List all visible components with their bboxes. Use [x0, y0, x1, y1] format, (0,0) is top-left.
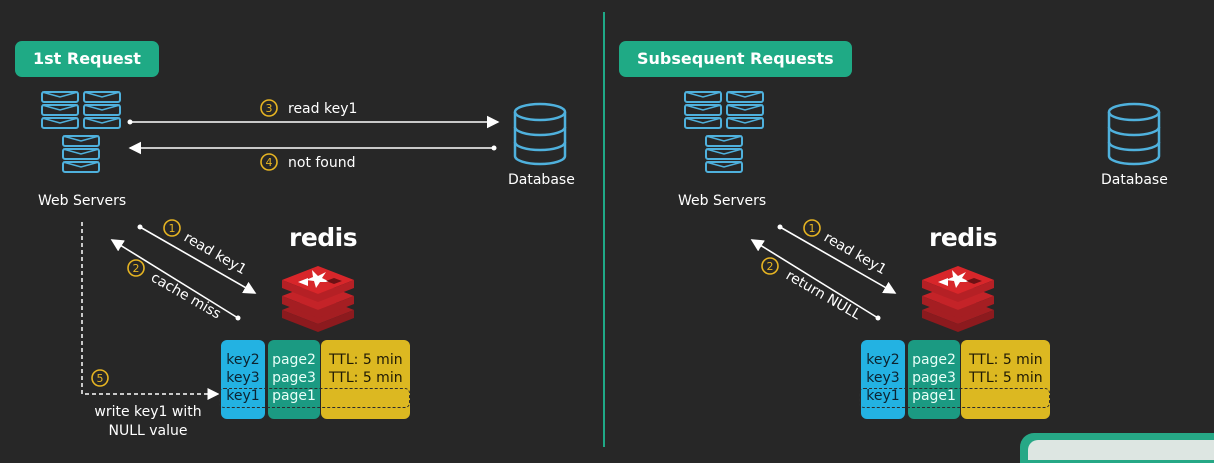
- left-arrows: 3 read key1 4 not found 1 read key1 2 ca…: [81, 99, 500, 439]
- page-cell: page3: [912, 370, 956, 386]
- first-request-tag: 1st Request: [15, 41, 159, 77]
- ttl-column: TTL: 5 min TTL: 5 min: [321, 340, 410, 419]
- step-2-badge: [761, 257, 779, 275]
- arrow-return-null: [750, 239, 879, 319]
- arrow-cache-miss: [110, 239, 239, 319]
- arrow-read-cache: [139, 226, 257, 294]
- step-5-num: 5: [97, 372, 104, 385]
- step-3-num: 3: [266, 102, 273, 115]
- redis-label: redis: [289, 223, 358, 252]
- key-column: key2 key3 key1: [861, 340, 905, 419]
- step-1-num: 1: [169, 222, 176, 235]
- web-servers-label: Web Servers: [678, 193, 767, 209]
- key-cell: key3: [866, 370, 900, 386]
- step-3-label: read key1: [288, 101, 357, 117]
- page-cell: page1: [272, 388, 316, 404]
- database-label: Database: [508, 172, 575, 188]
- step-3-badge: [260, 99, 278, 117]
- arrow-read-cache: [779, 226, 897, 294]
- page-cell: page2: [272, 352, 316, 368]
- redis-label: redis: [929, 223, 998, 252]
- key-cell: key2: [866, 352, 900, 368]
- page-cell: page1: [912, 388, 956, 404]
- ttl-cell: TTL: 5 min: [969, 370, 1043, 386]
- step-2-label: cache miss: [148, 270, 224, 323]
- step-2-num: 2: [767, 260, 774, 273]
- right-arrows: 1 read key1 2 return NULL: [750, 219, 897, 324]
- database-label: Database: [1101, 172, 1168, 188]
- page-column: page2 page3 page1: [908, 340, 960, 419]
- ttl-cell: TTL: 5 min: [329, 352, 403, 368]
- ttl-cell: TTL: 5 min: [969, 352, 1043, 368]
- step-4-label: not found: [288, 155, 356, 171]
- page-column: page2 page3 page1: [268, 340, 320, 419]
- arrow-write-null: [81, 222, 220, 400]
- write-label-line1: write key1 with: [94, 404, 201, 420]
- step-4-num: 4: [266, 156, 273, 169]
- corner-decoration-inner: [1028, 440, 1214, 460]
- key-cell: key2: [226, 352, 260, 368]
- ttl-cell: TTL: 5 min: [329, 370, 403, 386]
- step-2-num: 2: [133, 262, 140, 275]
- step-5-badge: [91, 369, 109, 387]
- new-key1-row-highlight: [219, 388, 410, 408]
- ttl-column: TTL: 5 min TTL: 5 min: [961, 340, 1050, 419]
- step-2-badge: [127, 259, 145, 277]
- page-cell: page3: [272, 370, 316, 386]
- step-1-badge: [163, 219, 181, 237]
- key-cell: key1: [866, 388, 900, 404]
- key-cell: key3: [226, 370, 260, 386]
- step-1-num: 1: [809, 222, 816, 235]
- write-label-line2: NULL value: [108, 423, 187, 439]
- panel-divider: [603, 12, 605, 447]
- step-2-label: return NULL: [783, 268, 864, 324]
- left-panel: 1st Request Web Servers Database redis 3…: [0, 0, 603, 447]
- page-cell: page2: [912, 352, 956, 368]
- step-1-badge: [803, 219, 821, 237]
- subsequent-requests-tag: Subsequent Requests: [619, 41, 852, 77]
- web-servers-label: Web Servers: [38, 193, 127, 209]
- key1-row-highlight: [859, 388, 1050, 408]
- key-column: key2 key3 key1: [221, 340, 265, 419]
- key-cell: key1: [226, 388, 260, 404]
- step-4-badge: [260, 153, 278, 171]
- right-panel: Subsequent Requests Web Servers Database…: [605, 0, 1214, 447]
